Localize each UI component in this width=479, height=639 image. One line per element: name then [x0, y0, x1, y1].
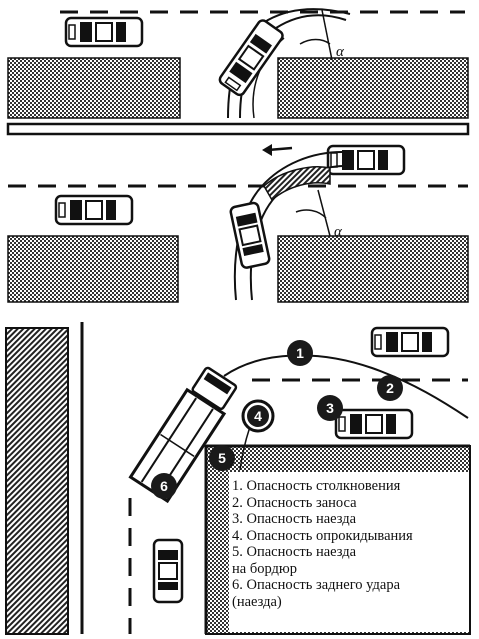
skid-marks — [263, 166, 331, 202]
angle-line — [321, 9, 333, 61]
turning-truck — [128, 366, 238, 504]
legend-item-rollover: 4. Опасность опрокидывания — [232, 527, 413, 544]
hazard-marker-4: 4 — [241, 399, 275, 433]
hazard-marker-3: 3 — [317, 395, 343, 421]
legend-item-rear-impact-cont: (наезда) — [232, 593, 282, 610]
angle-label: α — [334, 224, 343, 240]
legend-item-curb-hit-cont: на бордюр — [232, 560, 297, 577]
hazard-marker-1: 1 — [287, 340, 313, 366]
parked-car — [64, 16, 144, 48]
angle-line — [317, 189, 331, 237]
turning-car — [216, 17, 286, 99]
legend-item-curb-hit: 5. Опасность наезда — [232, 544, 357, 560]
parked-car — [54, 194, 134, 226]
legend-panel — [229, 472, 469, 632]
direction-arrow-head — [262, 144, 272, 156]
svg-text:4: 4 — [254, 408, 262, 424]
svg-text:6: 6 — [160, 478, 168, 494]
vehicle-path — [223, 354, 469, 419]
scene-3: 1 2 3 4 5 6 — [5, 322, 471, 635]
svg-text:1: 1 — [296, 345, 304, 361]
building-block — [7, 235, 179, 303]
building-block — [7, 57, 181, 119]
scene-1: α — [6, 8, 470, 136]
angle-arc — [299, 38, 331, 45]
wheel-track — [233, 151, 343, 301]
legend-item-hit: 3. Опасность наезда — [232, 511, 357, 527]
hazard-marker-2: 2 — [377, 375, 403, 401]
building-block — [277, 57, 469, 119]
hazard-marker-6: 6 — [151, 473, 177, 499]
svg-text:5: 5 — [218, 450, 226, 466]
legend-item-rear-impact: 6. Опасность заднего удара — [232, 577, 401, 593]
building-block — [5, 327, 69, 635]
legend-item-collision: 1. Опасность столкновения — [232, 478, 401, 494]
scene-2: α — [7, 144, 469, 303]
oncoming-car — [370, 326, 450, 358]
building-block — [277, 235, 469, 303]
hazard-marker-5: 5 — [209, 445, 235, 471]
following-car — [152, 538, 184, 604]
angle-arc — [295, 209, 327, 219]
legend-item-skid: 2. Опасность заноса — [232, 494, 357, 511]
svg-text:2: 2 — [386, 380, 394, 396]
hazard-legend: 1. Опасность столкновения 2. Опасность з… — [232, 478, 472, 610]
parked-car — [334, 408, 414, 440]
curb-line — [6, 122, 470, 136]
svg-text:3: 3 — [326, 400, 334, 416]
angle-label: α — [336, 44, 345, 60]
oncoming-car — [326, 144, 406, 176]
